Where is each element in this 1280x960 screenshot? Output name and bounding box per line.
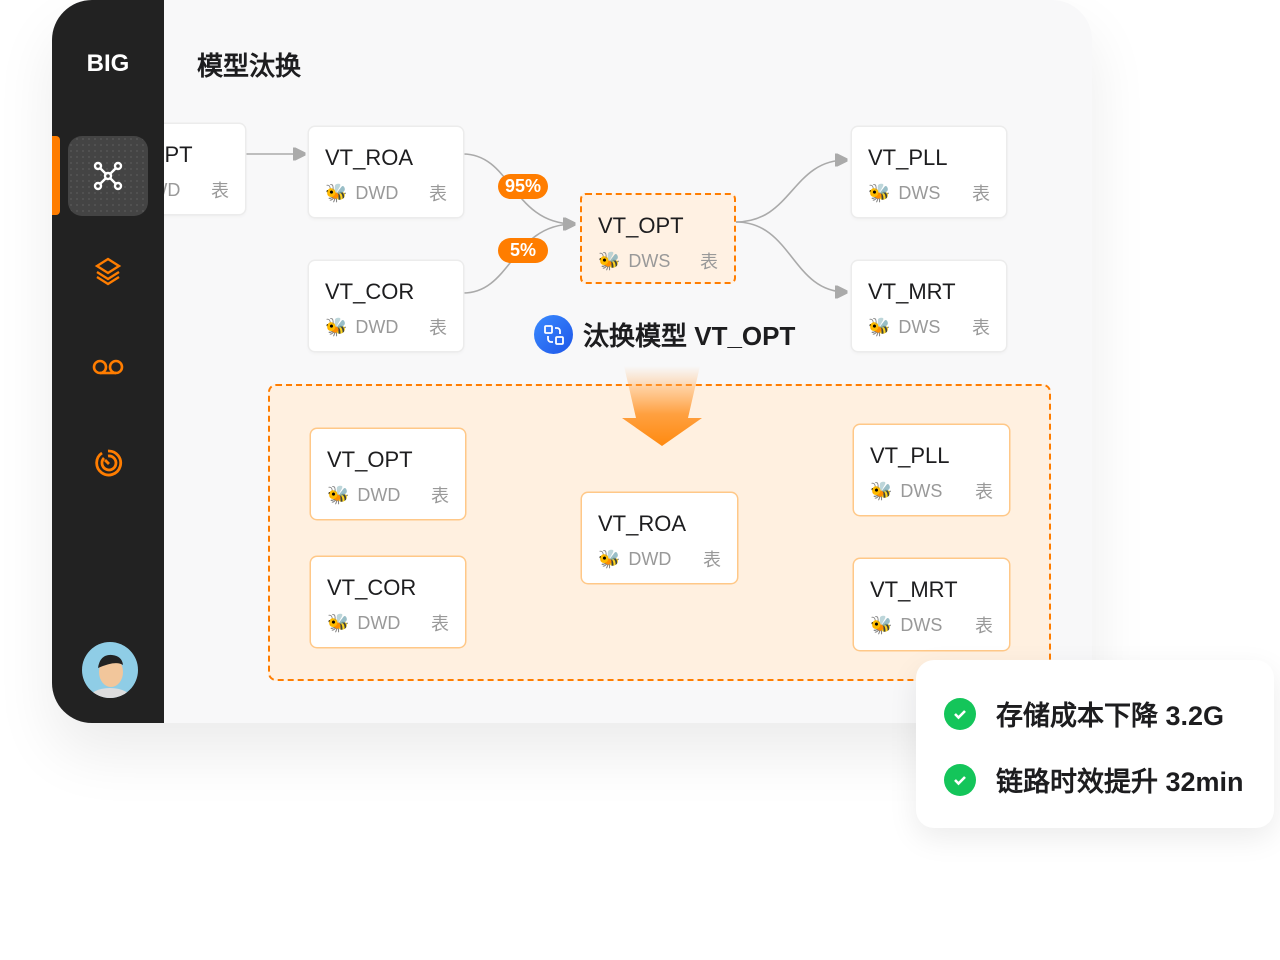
sidebar-item-lineage[interactable] <box>68 136 148 216</box>
active-indicator <box>52 136 60 215</box>
hive-icon: 🐝 <box>868 182 891 203</box>
sidebar-item-radar[interactable] <box>68 423 148 503</box>
logo: BIG <box>86 50 130 77</box>
ratio-badge: 95% <box>498 174 549 199</box>
ratio-badge: 5% <box>498 238 549 263</box>
check-circle-icon <box>944 763 976 796</box>
layers-icon <box>94 257 122 286</box>
swap-icon <box>534 315 573 354</box>
sidebar: BIG <box>52 0 164 723</box>
app-window: BIG 模型汰换 <box>52 0 1092 723</box>
voicemail-icon <box>92 359 124 375</box>
down-arrow-icon <box>622 366 702 446</box>
hive-icon: 🐝 <box>325 182 348 203</box>
hive-icon: 🐝 <box>870 614 893 635</box>
check-circle-icon <box>944 697 976 730</box>
sidebar-item-tape[interactable] <box>68 327 148 407</box>
sidebar-item-layers[interactable] <box>68 231 148 311</box>
user-avatar[interactable] <box>82 642 138 698</box>
hive-icon: 🐝 <box>598 250 621 271</box>
radar-icon <box>95 449 123 477</box>
hive-icon: 🐝 <box>868 316 891 337</box>
edge <box>735 160 846 223</box>
page-title: 模型汰换 <box>197 51 302 81</box>
hive-icon: 🐝 <box>598 548 621 569</box>
hive-icon: 🐝 <box>325 316 348 337</box>
network-icon <box>93 161 123 191</box>
hive-icon: 🐝 <box>327 484 350 505</box>
retire-model-label: 汰换模型 VT_OPT <box>534 315 795 354</box>
edge <box>735 221 846 292</box>
result-item: 链路时效提升 32min <box>944 760 1244 799</box>
results-popup: 存储成本下降 3.2G 链路时效提升 32min <box>916 660 1274 828</box>
hive-icon: 🐝 <box>870 480 893 501</box>
hive-icon: 🐝 <box>327 612 350 633</box>
result-item: 存储成本下降 3.2G <box>944 694 1224 733</box>
